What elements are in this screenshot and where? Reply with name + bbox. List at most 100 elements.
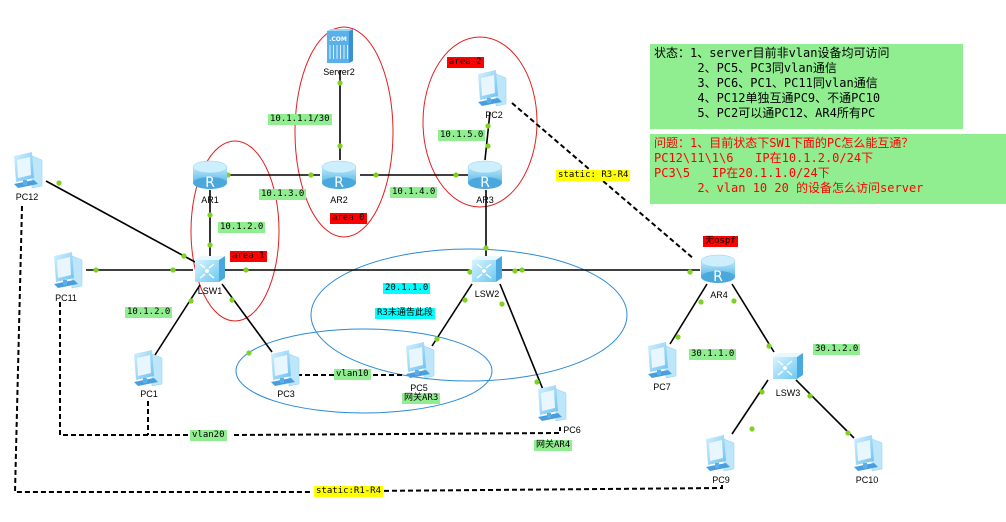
link-ar4-lsw3[interactable] [731,283,775,353]
pc12-pc-icon[interactable] [14,152,43,189]
port-dot [675,334,681,340]
port-dot [483,245,489,251]
port-dot [337,143,343,149]
ar1-router-icon[interactable]: R [192,160,228,191]
link-lsw2-pc5[interactable] [431,283,473,347]
port-dot [485,123,491,129]
link-lsw3-pc10[interactable] [795,379,855,439]
svg-text:R: R [205,175,215,191]
label-net-ar3-pc2: 10.1.5.0 [438,130,486,141]
port-dot [499,301,505,307]
label-net-ar2-ar3: 10.1.4.0 [390,187,438,198]
link-static-r1-r4b[interactable] [367,485,723,492]
svg-text:R: R [713,269,723,285]
ar4-router-icon[interactable]: R [700,254,736,285]
device-name-pc7: PC7 [653,382,671,392]
label-static-r3-r4: static: R3-R4 [556,170,631,181]
port-dot [534,379,540,385]
port-dot [512,268,518,274]
port-dot [93,267,99,273]
pc5-pc-icon[interactable] [406,342,435,379]
label-net-server: 10.1.1.1/30 [268,114,332,125]
device-name-lsw2: LSW2 [474,289,500,299]
link-lsw1-pc1[interactable] [154,284,201,356]
device-name-pc10: PC10 [855,475,879,485]
ar3-router-icon[interactable]: R [467,160,503,191]
label-area0: area 0 [330,213,367,224]
svg-text:.COM: .COM [329,36,347,43]
svg-text:R: R [334,175,344,191]
label-net-lsw3: 30.1.2.0 [813,344,861,355]
vlan-ellipses [235,248,628,414]
status-note: 状态：1、server目前非vlan设备均可访问 2、PC5、PC3同vlan通… [650,44,963,129]
devices: .COM R R R R [14,29,883,472]
label-net-ar1-ar2: 10.1.3.0 [259,189,307,200]
link-ar3-pc2[interactable] [484,111,491,161]
device-name-pc1: PC1 [140,389,158,399]
port-dot [229,297,235,303]
ar2-router-icon[interactable]: R [321,160,357,191]
label-gw-pc6: 网关AR4 [534,440,573,451]
device-name-ar3: AR3 [476,195,494,205]
device-name-pc12: PC12 [15,192,39,202]
label-r3-not-advertised: R3未通告此段 [375,308,435,319]
pc11-pc-icon[interactable] [54,252,83,289]
device-name-pc9: PC9 [712,475,730,485]
port-dot [181,253,187,259]
vlan10-ellipse [235,328,493,414]
pc1-pc-icon[interactable] [134,350,163,387]
port-dot [485,143,491,149]
label-vlan10: vlan10 [334,369,371,380]
port-dot [207,212,213,218]
device-name-pc3: PC3 [277,389,295,399]
pc2-pc-icon[interactable] [478,70,507,107]
device-name-pc5: PC5 [410,383,428,393]
link-lsw2-pc6[interactable] [499,283,545,393]
port-dot [749,426,755,432]
pc3-pc-icon[interactable] [271,350,300,387]
device-name-pc11: PC11 [55,293,77,303]
link-lsw1-pc3[interactable] [221,283,273,353]
port-dot [188,298,194,304]
area0-ellipse [294,26,394,238]
port-dot [807,393,813,399]
device-name-lsw3: LSW3 [775,388,801,398]
port-dots [56,80,851,436]
area2-ellipse [422,36,538,208]
lsw2-switch-icon[interactable] [472,256,502,282]
pc9-pc-icon[interactable] [706,435,735,472]
port-dot [434,336,440,342]
lsw2-segment-ellipse [310,248,628,382]
lsw3-switch-icon[interactable] [773,353,803,379]
port-dot [337,80,343,86]
port-dot [308,172,314,178]
port-dot [519,267,525,273]
pc7-pc-icon[interactable] [648,342,677,379]
port-dot [207,242,213,248]
port-dot [56,180,62,186]
device-name-ar2: AR2 [330,195,348,205]
port-dot [243,267,249,273]
link-lsw3-pc9[interactable] [731,379,769,435]
pc10-pc-icon[interactable] [854,435,883,472]
area-ellipses [190,26,538,322]
port-dot [246,350,252,356]
device-name-server2: Server2 [323,67,355,77]
link-vlan20b[interactable] [233,427,561,436]
port-dot [731,298,737,304]
link-vlan20[interactable] [59,302,190,436]
device-name-ar1: AR1 [201,195,219,205]
port-dot [453,172,459,178]
link-pc12-lsw1[interactable] [45,180,196,263]
server2-server-icon[interactable]: .COM [327,29,353,63]
link-static-r1-r4[interactable] [13,205,312,493]
pc6-pc-icon[interactable] [538,385,567,422]
link-ar4-pc7[interactable] [669,283,708,345]
port-dot [467,269,473,275]
area1-ellipse [190,140,280,322]
label-area2: area 2 [447,57,484,68]
lsw1-switch-icon[interactable] [195,256,225,282]
port-dot [698,299,704,305]
port-dot [845,430,851,436]
